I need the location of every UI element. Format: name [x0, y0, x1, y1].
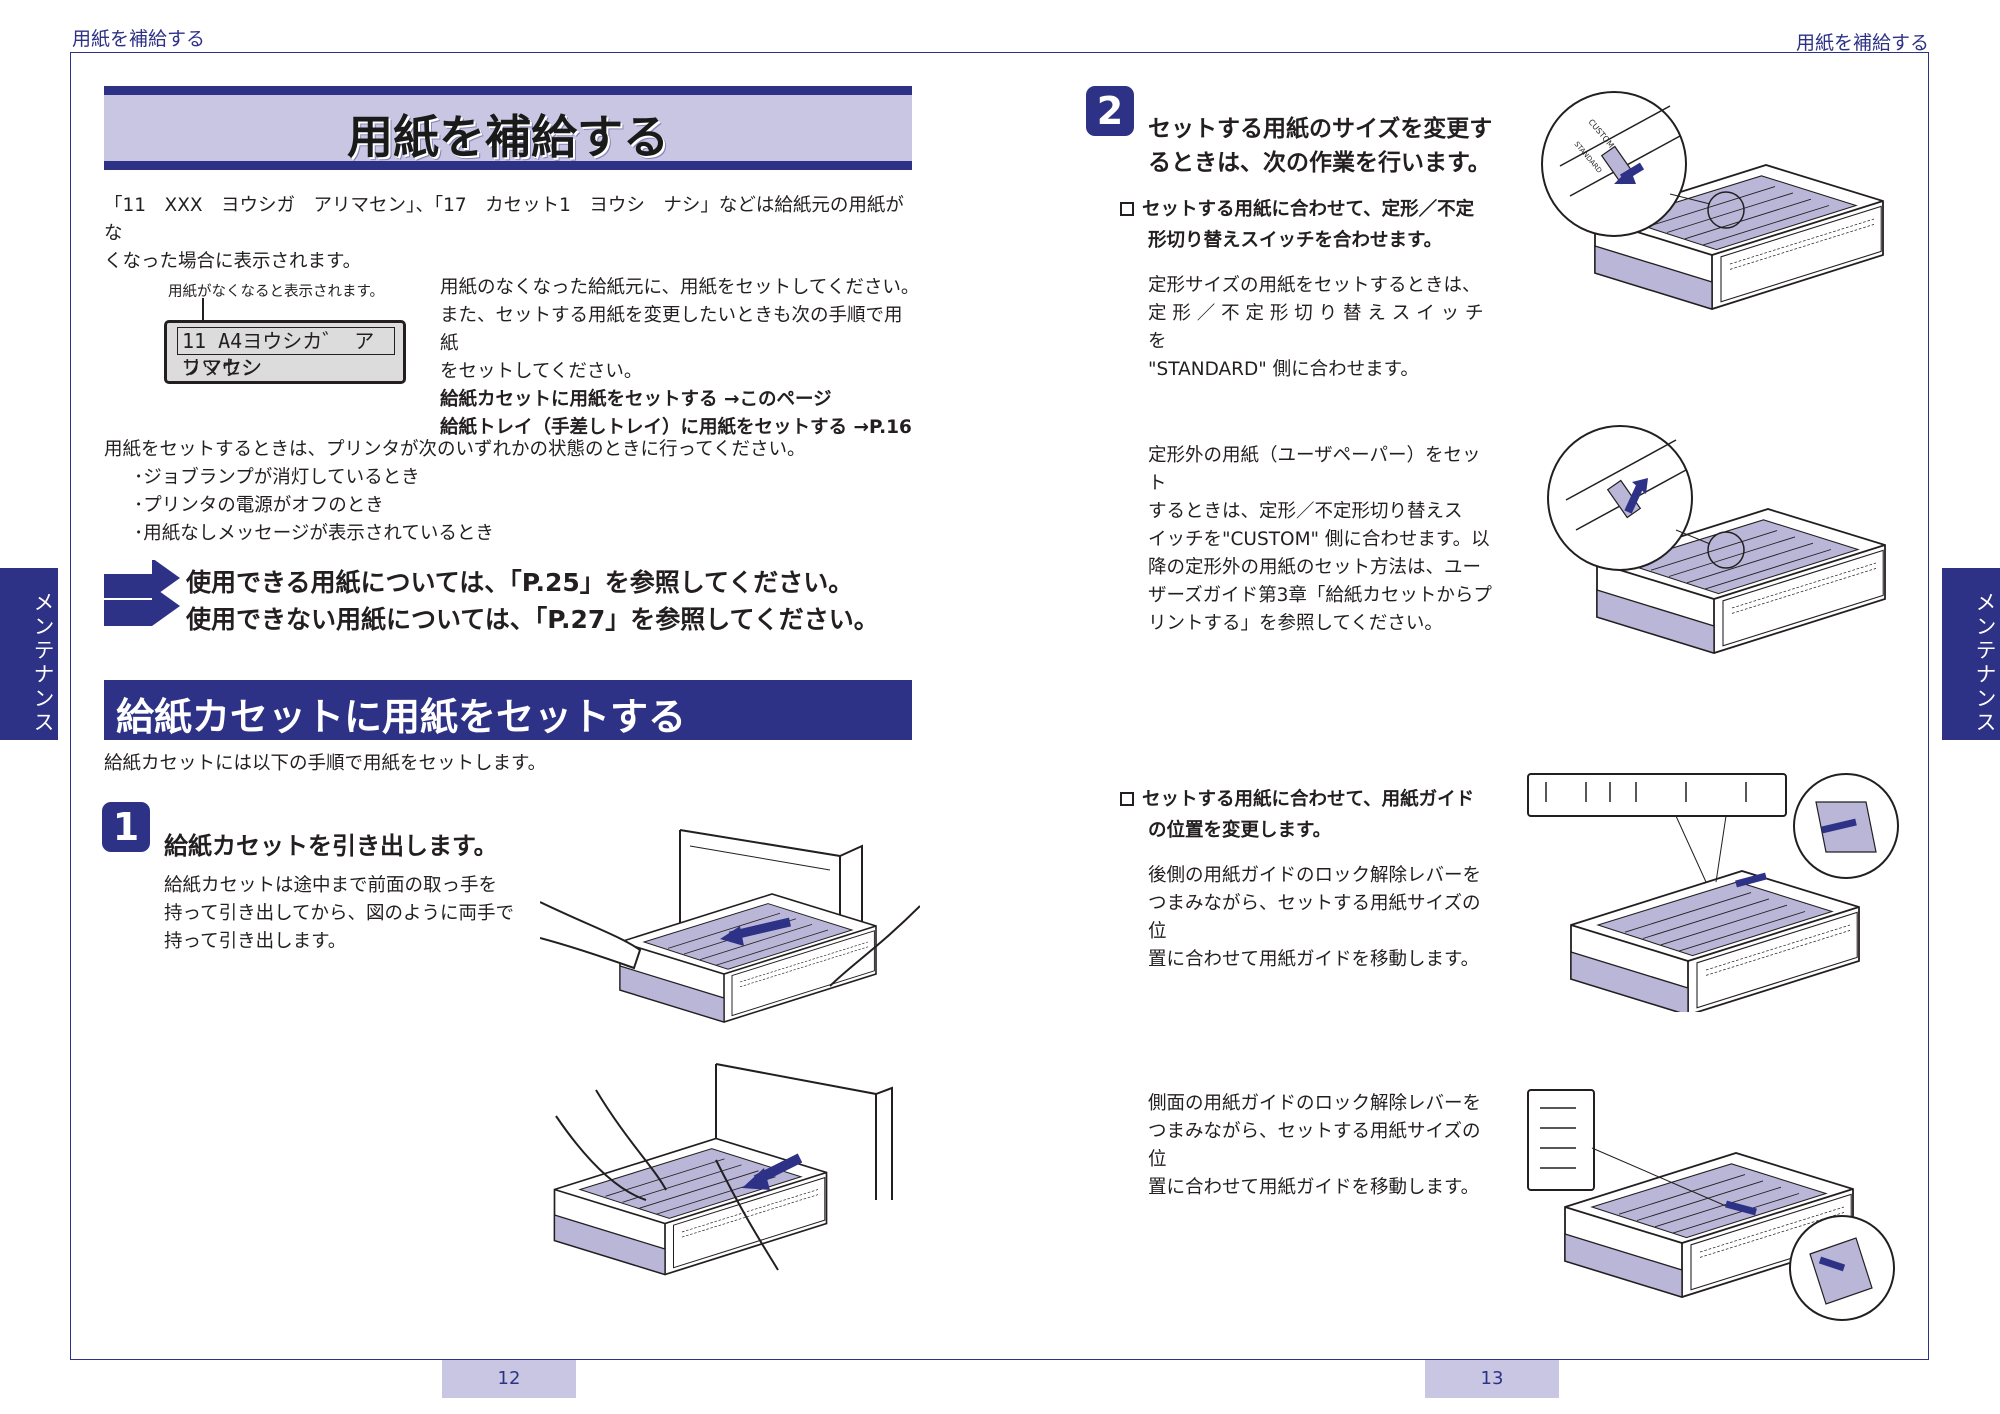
bullet-switch-line: 形切り替えスイッチを合わせます。: [1148, 230, 1443, 251]
step-2-title-line: るときは、次の作業を行います。: [1148, 150, 1491, 176]
step-1-body: 給紙カセットは途中まで前面の取っ手を 持って引き出してから、図のように両手で 持…: [164, 872, 524, 956]
instruction-line: また、セットする用紙を変更したいときも次の手順で用紙: [440, 305, 903, 354]
bullet-switch: セットする用紙に合わせて、定形／不定 形切り替えスイッチを合わせます。: [1120, 194, 1474, 256]
bullet-switch-line: セットする用紙に合わせて、定形／不定: [1142, 199, 1475, 220]
instruction-line: をセットしてください。: [440, 361, 643, 382]
bullet-guide-line: セットする用紙に合わせて、用紙ガイド: [1142, 789, 1475, 810]
custom-line: 降の定形外の用紙のセット方法は、ユー: [1148, 557, 1482, 578]
step-2-title-line: セットする用紙のサイズを変更す: [1148, 116, 1493, 142]
custom-line: するときは、定形／不定形切り替えス: [1148, 501, 1463, 522]
section-intro: 給紙カセットには以下の手順で用紙をセットします。: [104, 753, 547, 774]
side-guide-line: 側面の用紙ガイドのロック解除レバーを: [1148, 1093, 1482, 1114]
reference-link-p27[interactable]: 使用できない用紙については、「P.27」を参照してください。: [186, 605, 879, 634]
step-1-line: 給紙カセットは途中まで前面の取っ手を: [164, 875, 498, 896]
custom-line: イッチを"CUSTOM" 側に合わせます。以: [1148, 529, 1490, 550]
rear-guide-illustration: [1527, 773, 1899, 1012]
step-2-badge: 2: [1086, 86, 1134, 136]
intro-line: くなった場合に表示されます。: [104, 251, 362, 272]
rear-guide-text: 後側の用紙ガイドのロック解除レバーを つまみながら、セットする用紙サイズの位 置…: [1148, 862, 1498, 974]
intro-paragraph: 「11 XXX ヨウシガ アリマセン」、「17 カセット1 ヨウシ ナシ」などは…: [104, 192, 920, 276]
page-title-bar: 用紙を補給する: [104, 86, 912, 170]
side-guide-line: つまみながら、セットする用紙サイズの位: [1148, 1121, 1481, 1170]
instructions: 用紙のなくなった給紙元に、用紙をセットしてください。 また、セットする用紙を変更…: [440, 274, 920, 442]
page-number-left: 12: [442, 1360, 576, 1398]
running-title-left: 用紙を補給する: [72, 28, 206, 50]
step-1-line: 持って引き出してから、図のように両手で: [164, 903, 515, 924]
step-1-title: 給紙カセットを引き出します。: [164, 832, 498, 860]
condition-item: ･ジョブランプが消灯しているとき: [134, 467, 420, 488]
custom-text: 定形外の用紙（ユーザペーパー）をセット するときは、定形／不定形切り替えス イッ…: [1148, 442, 1498, 638]
cassette-pull-illustration: [540, 829, 920, 1023]
intro-line: 「11 XXX ヨウシガ アリマセン」、「17 カセット1 ヨウシ ナシ」などは…: [104, 195, 904, 244]
conditions-intro: 用紙をセットするときは、プリンタが次のいずれかの状態のときに行ってください。: [104, 439, 806, 460]
link-tray[interactable]: 給紙トレイ（手差しトレイ）に用紙をセットする →P.16: [440, 417, 912, 438]
custom-line: 定形外の用紙（ユーザペーパー）をセット: [1148, 445, 1481, 494]
reference-link-p25[interactable]: 使用できる用紙については、「P.25」を参照してください。: [186, 568, 854, 597]
reference-block: 使用できる用紙については、「P.25」を参照してください。 使用できない用紙につ…: [186, 564, 879, 638]
page-number-right: 13: [1425, 1360, 1559, 1398]
custom-line: ザーズガイド第3章「給紙カセットからプ: [1148, 585, 1492, 606]
page-frame: [70, 52, 1929, 1360]
condition-item: ･プリンタの電源がオフのとき: [134, 495, 384, 516]
condition-item: ･用紙なしメッセージが表示されているとき: [134, 523, 494, 544]
step-1-badge: 1: [102, 802, 150, 852]
bullet-guide-line: の位置を変更します。: [1148, 820, 1332, 841]
step-1-line: 持って引き出します。: [164, 931, 347, 952]
step-2-title: セットする用紙のサイズを変更す るときは、次の作業を行います。: [1148, 112, 1492, 180]
lcd-display: 11 A4ヨウシカ゛ アリマセン フツウシ: [164, 320, 406, 384]
side-guide-line: 置に合わせて用紙ガイドを移動します。: [1148, 1177, 1480, 1198]
side-guide-text: 側面の用紙ガイドのロック解除レバーを つまみながら、セットする用紙サイズの位 置…: [1148, 1090, 1498, 1202]
switch-standard-illustration: CUSTOM STANDARD: [1541, 91, 1884, 310]
standard-line: 定形サイズの用紙をセットするときは、: [1148, 275, 1481, 296]
standard-line: "STANDARD" 側に合わせます。: [1148, 359, 1419, 380]
standard-line: 定 形 ／ 不 定 形 切 り 替 え ス イ ッ チ を: [1148, 303, 1484, 352]
conditions-block: 用紙をセットするときは、プリンタが次のいずれかの状態のときに行ってください。 ･…: [104, 436, 920, 548]
cassette-remove-illustration: [553, 1063, 893, 1276]
instruction-line: 用紙のなくなった給紙元に、用紙をセットしてください。: [440, 277, 920, 298]
side-guide-illustration: [1527, 1089, 1895, 1321]
lcd-caption: 用紙がなくなると表示されます。: [168, 284, 385, 300]
caption-pointer: [202, 298, 204, 322]
side-tab-left: メンテナンス: [0, 568, 58, 740]
section-header: 給紙カセットに用紙をセットする: [104, 680, 912, 740]
bullet-guide: セットする用紙に合わせて、用紙ガイド の位置を変更します。: [1120, 784, 1474, 846]
rear-guide-line: 置に合わせて用紙ガイドを移動します。: [1148, 949, 1480, 970]
lcd-line1: 11 A4ヨウシカ゛ アリマセン: [177, 327, 395, 379]
standard-text: 定形サイズの用紙をセットするときは、 定 形 ／ 不 定 形 切 り 替 え ス…: [1148, 272, 1498, 384]
section-title: 給紙カセットに用紙をセットする: [116, 695, 687, 739]
side-tab-right: メンテナンス: [1942, 568, 2000, 740]
checkbox-icon: [1120, 792, 1134, 806]
checkbox-icon: [1120, 202, 1134, 216]
lcd-line2: フツウシ: [181, 356, 261, 380]
page-title: 用紙を補給する: [347, 110, 669, 164]
running-title-right: 用紙を補給する: [1796, 32, 1930, 54]
reference-arrow-icon: [104, 560, 180, 626]
switch-custom-illustration: [1547, 425, 1886, 654]
rear-guide-line: 後側の用紙ガイドのロック解除レバーを: [1148, 865, 1482, 886]
custom-line: リントする」を参照してください。: [1148, 613, 1443, 634]
rear-guide-line: つまみながら、セットする用紙サイズの位: [1148, 893, 1481, 942]
link-cassette[interactable]: 給紙カセットに用紙をセットする →このページ: [440, 389, 832, 410]
